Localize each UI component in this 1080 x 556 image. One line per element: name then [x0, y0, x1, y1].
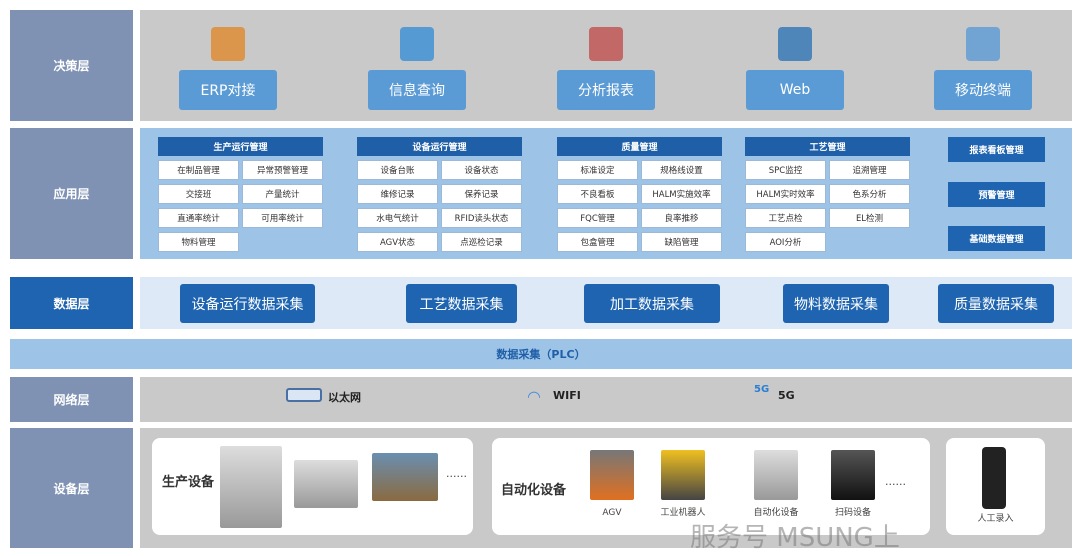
decision-button-4[interactable]: 移动终端: [934, 70, 1032, 110]
app-item[interactable]: 直通率统计: [158, 208, 239, 228]
5g-label: 5G: [778, 389, 795, 402]
app-item[interactable]: 工艺点检: [745, 208, 826, 228]
app-item[interactable]: 追溯管理: [829, 160, 910, 180]
app-item[interactable]: RFID读头状态: [441, 208, 522, 228]
5g-icon: 5G: [754, 384, 770, 395]
automation-item-label: 工业机器人: [660, 508, 706, 518]
automation-image-3: [831, 450, 875, 500]
app-item[interactable]: HALM实时效率: [745, 184, 826, 204]
app-item[interactable]: 不良看板: [557, 184, 638, 204]
production-machine-image-2: [294, 460, 358, 508]
app-right-button[interactable]: 报表看板管理: [948, 137, 1045, 162]
automation-image-2: [754, 450, 798, 500]
app-item[interactable]: 包盒管理: [557, 232, 638, 252]
layer-label-network: 网络层: [10, 377, 133, 422]
app-group-header: 质量管理: [557, 137, 722, 156]
decision-icon-2: [589, 27, 623, 61]
production-machine-image-3: [372, 453, 438, 501]
app-item[interactable]: AOI分析: [745, 232, 826, 252]
app-group-header: 生产运行管理: [158, 137, 323, 156]
app-item[interactable]: 在制品管理: [158, 160, 239, 180]
decision-icon-3: [778, 27, 812, 61]
app-item[interactable]: 维修记录: [357, 184, 438, 204]
production-label: 生产设备: [162, 475, 215, 490]
app-item[interactable]: 异常预警管理: [242, 160, 323, 180]
wifi-label: WIFI: [553, 389, 581, 402]
app-item[interactable]: 设备状态: [441, 160, 522, 180]
app-item[interactable]: 设备台账: [357, 160, 438, 180]
decision-button-0[interactable]: ERP对接: [179, 70, 277, 110]
decision-button-1[interactable]: 信息查询: [368, 70, 466, 110]
automation-label: 自动化设备: [501, 483, 567, 498]
watermark: 服务号 MSUNG上: [690, 523, 900, 553]
app-group-header: 设备运行管理: [357, 137, 522, 156]
automation-item-label: 扫码设备: [834, 508, 871, 518]
app-item[interactable]: AGV状态: [357, 232, 438, 252]
production-ellipsis: ......: [446, 467, 467, 480]
app-item[interactable]: FQC管理: [557, 208, 638, 228]
data-collection-button[interactable]: 质量数据采集: [938, 284, 1054, 323]
data-collection-button[interactable]: 加工数据采集: [584, 284, 720, 323]
app-item[interactable]: HALM实施效率: [641, 184, 722, 204]
handheld-terminal-icon: [982, 447, 1006, 509]
app-right-button[interactable]: 基础数据管理: [948, 226, 1045, 251]
layer-label-equipment: 设备层: [10, 428, 133, 548]
app-item[interactable]: 产量统计: [242, 184, 323, 204]
automation-item-label: 自动化设备: [753, 508, 799, 518]
app-item[interactable]: 保养记录: [441, 184, 522, 204]
app-item[interactable]: 标准设定: [557, 160, 638, 180]
app-item[interactable]: 可用率统计: [242, 208, 323, 228]
app-item[interactable]: 良率推移: [641, 208, 722, 228]
data-collection-button[interactable]: 设备运行数据采集: [180, 284, 315, 323]
automation-ellipsis: ......: [885, 475, 906, 488]
app-item[interactable]: SPC监控: [745, 160, 826, 180]
data-collection-button[interactable]: 工艺数据采集: [406, 284, 517, 323]
layer-label-application: 应用层: [10, 128, 133, 259]
layer-label-data: 数据层: [10, 277, 133, 329]
automation-item-label: AGV: [602, 508, 622, 518]
automation-image-1: [661, 450, 705, 500]
network-panel: [140, 377, 1072, 422]
manual-label: 人工录入: [977, 514, 1014, 524]
app-item[interactable]: EL检测: [829, 208, 910, 228]
app-item[interactable]: 规格线设置: [641, 160, 722, 180]
ethernet-icon: [286, 388, 322, 402]
production-machine-image-1: [220, 446, 282, 528]
app-item[interactable]: 水电气统计: [357, 208, 438, 228]
app-right-button[interactable]: 预警管理: [948, 182, 1045, 207]
ethernet-label: 以太网: [328, 391, 361, 404]
app-item[interactable]: 交接班: [158, 184, 239, 204]
automation-image-0: [590, 450, 634, 500]
decision-icon-4: [966, 27, 1000, 61]
app-item[interactable]: 物料管理: [158, 232, 239, 252]
decision-icon-1: [400, 27, 434, 61]
wifi-icon: ◠: [527, 387, 541, 406]
layer-label-decision: 决策层: [10, 10, 133, 121]
decision-icon-0: [211, 27, 245, 61]
app-item[interactable]: 缺陷管理: [641, 232, 722, 252]
decision-button-3[interactable]: Web: [746, 70, 844, 110]
plc-bar: 数据采集（PLC）: [10, 339, 1072, 369]
app-item[interactable]: 色系分析: [829, 184, 910, 204]
app-group-header: 工艺管理: [745, 137, 910, 156]
app-item[interactable]: 点巡检记录: [441, 232, 522, 252]
data-collection-button[interactable]: 物料数据采集: [783, 284, 889, 323]
decision-button-2[interactable]: 分析报表: [557, 70, 655, 110]
